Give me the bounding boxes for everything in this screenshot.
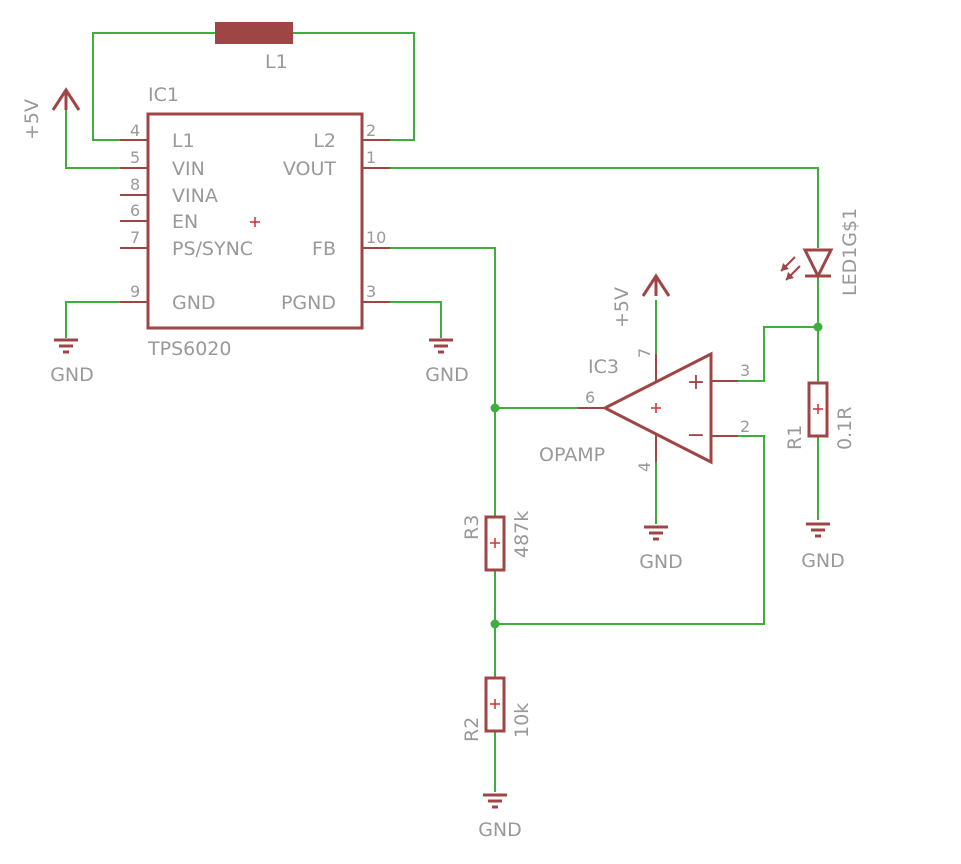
resistor-value: 487k <box>511 511 533 558</box>
net-vminus <box>495 435 765 625</box>
resistor-value: 10k <box>511 703 533 738</box>
ic1-pin-number: 1 <box>366 148 376 167</box>
led-diode-icon <box>802 248 834 280</box>
opamp-minus-sign: − <box>687 423 705 448</box>
gnd-symbol-ic1[interactable]: GND <box>50 338 94 386</box>
ic1-pin-number: 4 <box>130 121 140 140</box>
opamp-value: OPAMP <box>539 444 605 466</box>
ic1-pin-label: GND <box>172 292 216 314</box>
ic1-pin-label: EN <box>172 211 198 233</box>
ic1-pin-label: PS/SYNC <box>172 238 253 260</box>
opamp-triangle-icon <box>601 351 713 465</box>
opamp-name: IC3 <box>588 356 619 378</box>
resistor-body <box>484 676 506 733</box>
resistor-name: R1 <box>784 425 806 450</box>
resistor-name: R2 <box>461 717 483 742</box>
net-gnd-ic1 <box>65 301 148 338</box>
resistor-r3[interactable]: R3 487k <box>461 511 533 572</box>
ic1-pin-label: VIN <box>172 158 205 180</box>
led-label: LED1G$1 <box>839 208 861 296</box>
ic1-pin-label: L2 <box>313 130 336 152</box>
supply-5v-ic1[interactable]: +5V <box>21 87 81 140</box>
net-pgnd <box>362 301 442 338</box>
ic1-pin-label: VINA <box>172 185 218 207</box>
ic1-pin-label: FB <box>312 238 336 260</box>
gnd-symbol-opamp[interactable]: GND <box>639 525 683 573</box>
ic1-name: IC1 <box>148 84 179 106</box>
ic1-pin-label: VOUT <box>283 158 337 180</box>
net-fb <box>362 247 496 516</box>
supply-label: +5V <box>21 99 43 140</box>
resistor-body <box>807 381 829 438</box>
resistor-r2[interactable]: R2 10k <box>461 676 533 742</box>
gnd-symbol-pgnd[interactable]: GND <box>425 338 469 386</box>
gnd-label: GND <box>425 364 469 386</box>
net-vout-led <box>362 167 819 248</box>
led-indicator[interactable]: LED1G$1 <box>780 208 861 296</box>
ic1-pin-number: 2 <box>366 121 376 140</box>
gnd-label: GND <box>478 819 522 841</box>
opamp-pin-number: 2 <box>740 417 750 436</box>
gnd-label: GND <box>639 551 683 573</box>
ic1-pin-number: 8 <box>130 175 140 194</box>
supply-label: +5V <box>611 287 633 328</box>
ic1-pin-number: 6 <box>130 201 140 220</box>
resistor-value: 0.1R <box>834 407 856 450</box>
net-vplus <box>711 326 818 382</box>
supply-5v-opamp[interactable]: +5V <box>611 273 671 328</box>
inductor-body <box>215 22 293 44</box>
ic1-pin-number: 9 <box>130 282 140 301</box>
ic1-tps6020[interactable]: IC1 TPS6020 L1 4 VIN 5 VINA 8 EN 6 PS/SY… <box>120 84 390 360</box>
opamp-plus-sign: + <box>687 370 705 395</box>
resistor-r1[interactable]: R1 0.1R <box>784 381 856 450</box>
ic1-pin-number: 5 <box>130 148 140 167</box>
opamp-pin-number: 3 <box>740 361 750 380</box>
ic1-pin-label: PGND <box>281 292 336 314</box>
opamp-pin-number: 6 <box>585 388 595 407</box>
inductor-label: L1 <box>265 51 288 73</box>
junction-sense <box>813 322 823 332</box>
opamp-pin-number: 4 <box>635 462 654 472</box>
gnd-symbol-r1[interactable]: GND <box>801 522 845 572</box>
gnd-label: GND <box>801 550 845 572</box>
gnd-symbol-r2[interactable]: GND <box>478 793 522 841</box>
net-l1-right <box>293 32 415 141</box>
opamp-ic3[interactable]: + − IC3 OPAMP 6 3 2 7 4 <box>539 348 750 472</box>
junction-divider <box>490 619 500 629</box>
gnd-label: GND <box>50 364 94 386</box>
opamp-pin-number: 7 <box>635 348 654 358</box>
ic1-pin-number: 3 <box>366 282 376 301</box>
resistor-body <box>484 515 506 572</box>
ic1-value: TPS6020 <box>147 338 231 360</box>
junction-fb <box>490 403 500 413</box>
ic1-pin-label: L1 <box>172 130 195 152</box>
resistor-name: R3 <box>461 515 483 540</box>
inductor-l1[interactable]: L1 <box>215 22 293 73</box>
ic1-pin-number: 10 <box>366 228 386 247</box>
ic1-pin-number: 7 <box>130 228 140 247</box>
